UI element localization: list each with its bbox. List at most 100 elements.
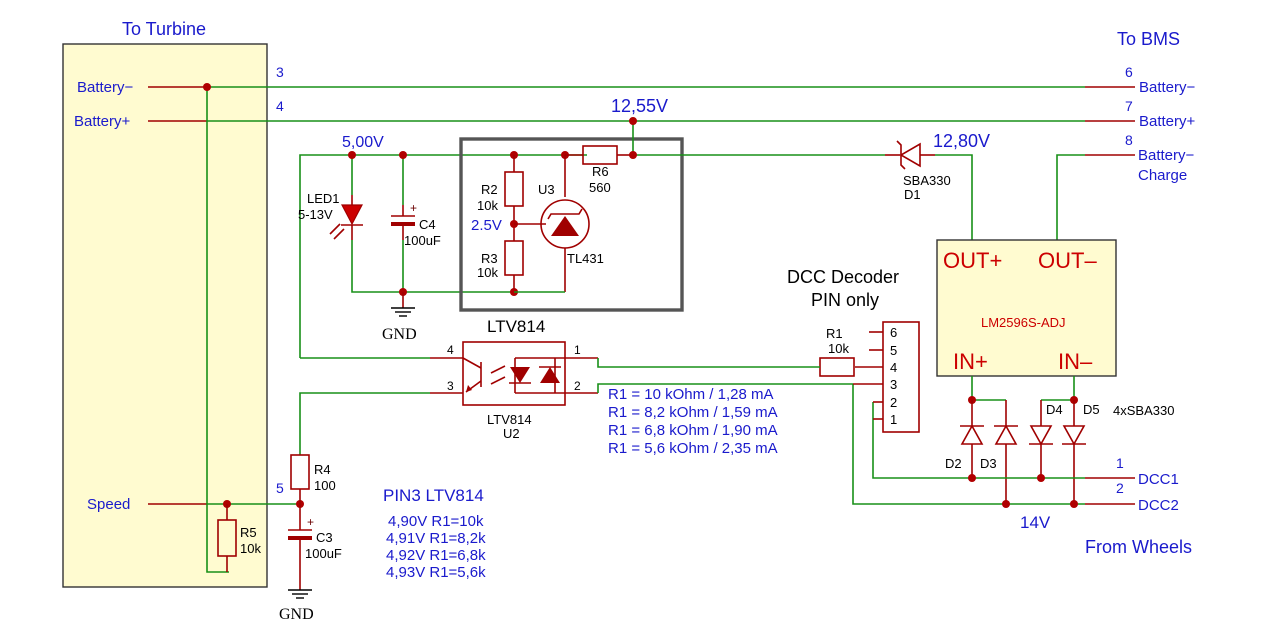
- led1-symbol: [341, 204, 363, 226]
- decoder-pin-6: 6: [890, 325, 897, 340]
- junction: [399, 151, 407, 159]
- junction: [203, 83, 211, 91]
- c4-plus-sign: +: [410, 201, 417, 215]
- c3-value: 100uF: [305, 546, 342, 561]
- junction: [629, 151, 637, 159]
- voltage-12v55: 12,55V: [611, 96, 668, 116]
- r6-ref: R6: [592, 164, 609, 179]
- d2-diode: [960, 424, 984, 445]
- pin-4-label: 4: [276, 98, 284, 114]
- wheels-title: From Wheels: [1085, 537, 1192, 557]
- lm2596-module: [936, 239, 1117, 377]
- d5-ref: D5: [1083, 402, 1100, 417]
- u3-tl431-bar: [547, 208, 583, 220]
- decoder-header: [882, 321, 920, 433]
- junction: [1070, 500, 1078, 508]
- decoder-pin-2: 2: [890, 395, 897, 410]
- pin3-row: 4,90V R1=10k: [388, 513, 484, 530]
- u3-value: TL431: [567, 251, 604, 266]
- led1-value: 5-13V: [298, 207, 333, 222]
- turbine-ground-loop-wire: [206, 87, 229, 573]
- reg-in-plus: IN+: [953, 349, 988, 374]
- d5-diode: [1062, 425, 1086, 446]
- r1-table-row: R1 = 8,2 kOhm / 1,59 mA: [608, 404, 778, 421]
- r4-value: 100: [314, 478, 336, 493]
- u2-phototransistor-arrow: [466, 385, 472, 392]
- voltage-12v80: 12,80V: [933, 131, 990, 151]
- u2-ltv814-body: [462, 341, 566, 406]
- d1-value: SBA330: [903, 173, 951, 188]
- r2-value: 10k: [477, 198, 498, 213]
- gnd2-label: GND: [279, 606, 314, 623]
- r4-ref: R4: [314, 462, 331, 477]
- d3-diode: [994, 424, 1018, 445]
- junction: [1037, 474, 1045, 482]
- bms-title: To BMS: [1117, 29, 1180, 49]
- decoder-pin-1: 1: [890, 412, 897, 427]
- u2-light-arrow: [490, 376, 506, 385]
- pin3-title: PIN3 LTV814: [383, 486, 484, 505]
- u2-pin3-label: 3: [447, 379, 454, 393]
- r2-ref: R2: [481, 182, 498, 197]
- d4-ref: D4: [1046, 402, 1063, 417]
- u3-ref: U3: [538, 182, 555, 197]
- pin-7-label: 7: [1125, 98, 1133, 114]
- decoder-title-line2: PIN only: [811, 290, 879, 310]
- u2-pin1-to-r1-wire: [597, 358, 820, 368]
- u2-led-b: [540, 367, 560, 383]
- bms-battery-minus-label: Battery−: [1139, 79, 1196, 96]
- reg-in-minus: IN–: [1058, 349, 1093, 374]
- pin-8-label: 8: [1125, 132, 1133, 148]
- pin-5-label: 5: [276, 480, 284, 496]
- r3-value: 10k: [477, 265, 498, 280]
- junction: [348, 151, 356, 159]
- r3-resistor: [504, 240, 524, 276]
- led1-emission-arrow: [333, 228, 345, 240]
- pin3-row: 4,92V R1=6,8k: [386, 547, 486, 564]
- c4-plate-bottom: [391, 222, 415, 226]
- bridge-note: 4xSBA330: [1113, 403, 1174, 418]
- r1-ref: R1: [826, 326, 843, 341]
- u2-title: LTV814: [487, 317, 545, 336]
- r6-value: 560: [589, 180, 611, 195]
- r1-table-row: R1 = 6,8 kOhm / 1,90 mA: [608, 422, 778, 439]
- u2-pin2-label: 2: [574, 379, 581, 393]
- junction: [968, 474, 976, 482]
- five-volt-rail-wire: [299, 154, 587, 358]
- d1-bar: [896, 140, 906, 170]
- c4-value: 100uF: [404, 233, 441, 248]
- d3-ref: D3: [980, 456, 997, 471]
- decoder-pin-5: 5: [890, 343, 897, 358]
- u2-pin2-to-decoder-wire: [597, 383, 853, 393]
- r3-ref: R3: [481, 251, 498, 266]
- decoder-title-line1: DCC Decoder: [787, 267, 899, 287]
- u2-ref: U2: [503, 426, 520, 441]
- pin-6-label: 6: [1125, 64, 1133, 80]
- bms-charge-label-line1: Battery−: [1138, 147, 1195, 164]
- junction: [629, 117, 637, 125]
- u2-pin3-to-r4-wire: [299, 392, 430, 455]
- decoder-pin-3: 3: [890, 377, 897, 392]
- r1-table-row: R1 = 10 kOhm / 1,28 mA: [608, 386, 774, 403]
- turbine-connector-body: [62, 43, 268, 588]
- c3-ref: C3: [316, 530, 333, 545]
- c3-plus-sign: +: [307, 515, 314, 529]
- voltage-reference-highlight-box: [459, 137, 684, 312]
- pin3-row: 4,91V R1=8,2k: [386, 530, 486, 547]
- led1-ref: LED1: [307, 191, 340, 206]
- voltage-14v: 14V: [1020, 513, 1051, 532]
- d1-ref: D1: [904, 187, 921, 202]
- d1-to-out-plus-wire: [935, 154, 973, 240]
- u2-value: LTV814: [487, 412, 532, 427]
- u3-tl431-diode: [551, 216, 579, 236]
- wheels-pin-1: 1: [1116, 455, 1124, 471]
- reg-name: LM2596S-ADJ: [981, 315, 1066, 330]
- r4-resistor: [290, 454, 310, 490]
- junction: [1002, 500, 1010, 508]
- voltage-5v: 5,00V: [342, 134, 384, 151]
- wheels-pin-2: 2: [1116, 480, 1124, 496]
- r6-resistor: [582, 145, 618, 165]
- pin3-row: 4,93V R1=5,6k: [386, 564, 486, 581]
- decoder-pin-4: 4: [890, 360, 897, 375]
